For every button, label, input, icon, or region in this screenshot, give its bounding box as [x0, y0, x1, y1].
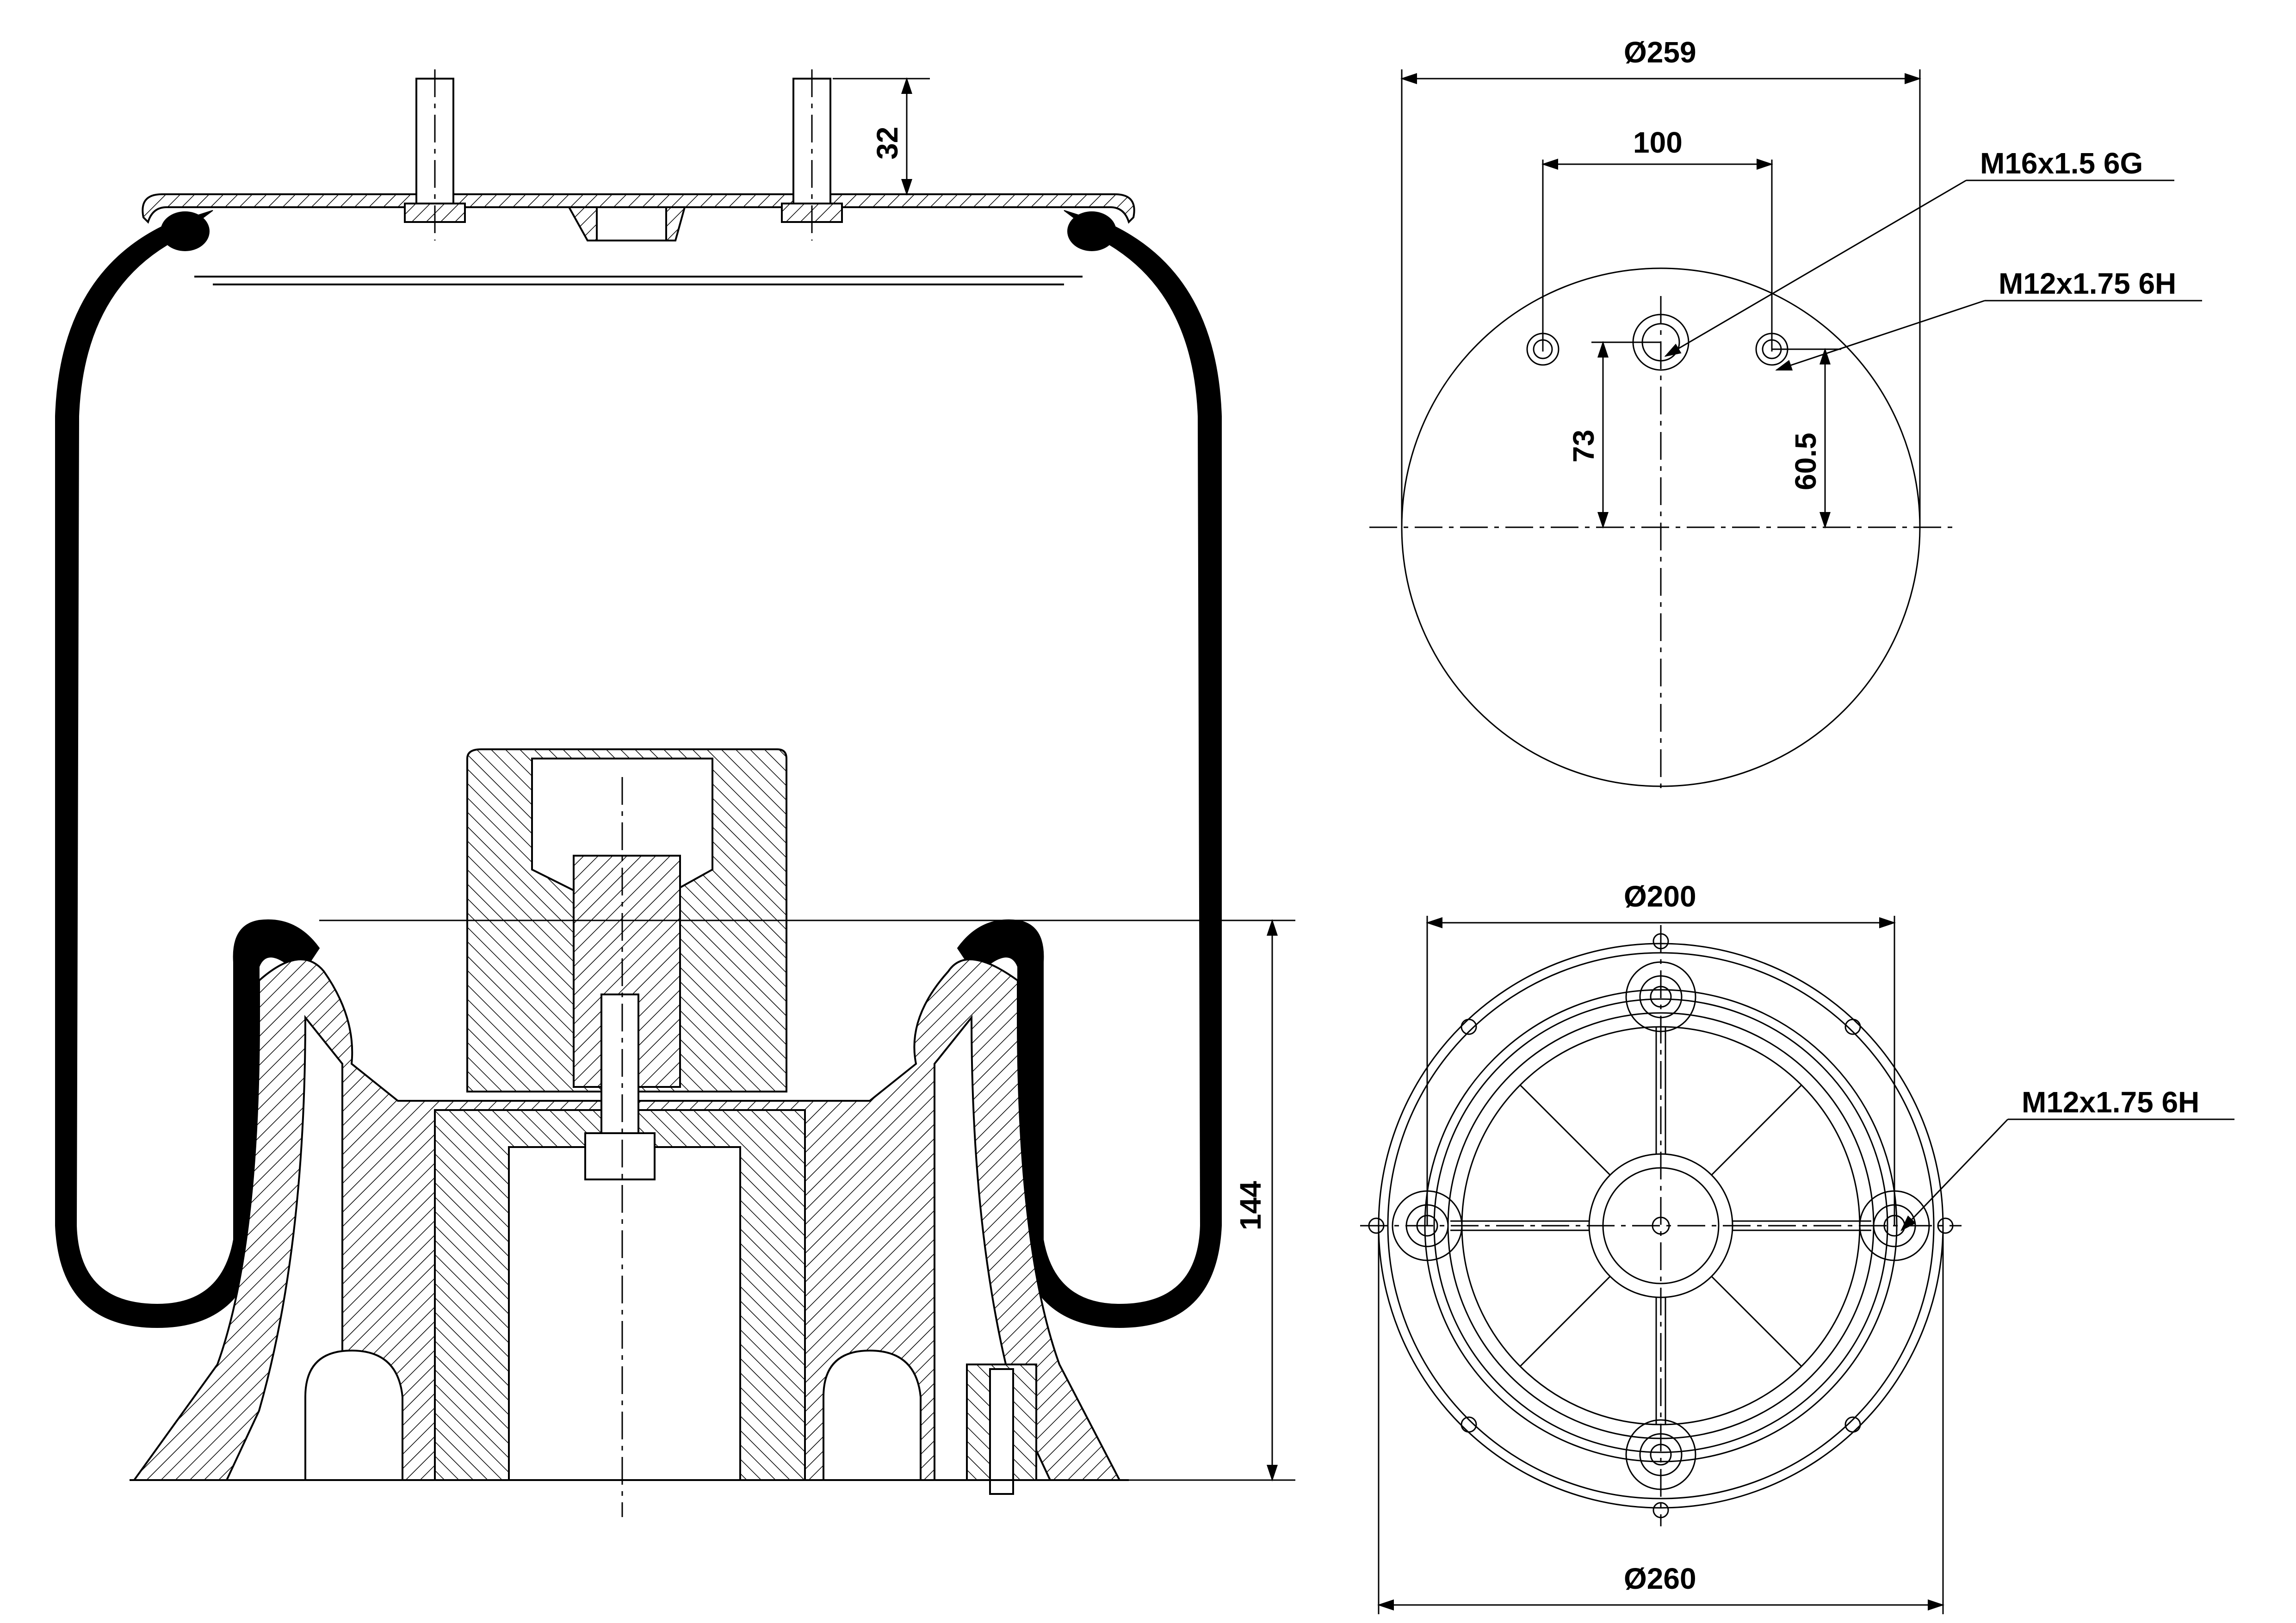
- dim-bellow-height: 144: [1234, 1181, 1267, 1230]
- piston-window-left: [304, 1349, 403, 1481]
- dim-piston-bolt-circle: Ø200: [1624, 880, 1696, 913]
- piston-hollow: [225, 1015, 343, 1481]
- piston-tube-bore: [508, 1146, 741, 1481]
- rubber-bellow-right: [957, 210, 1222, 1328]
- air-fitting-bore: [989, 1368, 1014, 1495]
- center-bolt: [600, 994, 639, 1134]
- rubber-bellow: [55, 210, 320, 1328]
- left-stud: [415, 78, 454, 209]
- center-bolt-head: [584, 1132, 656, 1180]
- right-bead: [1067, 211, 1116, 251]
- dim-center-offset: 73: [1567, 430, 1600, 463]
- left-bead: [161, 211, 210, 251]
- piston-window-right: [823, 1349, 922, 1481]
- label-side-thread: M12x1.75 6H: [1999, 267, 2176, 300]
- label-piston-thread: M12x1.75 6H: [2022, 1086, 2199, 1119]
- left-stud-hole: [1526, 333, 1560, 366]
- top-plate: [142, 193, 1135, 224]
- dim-piston-diameter: Ø260: [1624, 1562, 1696, 1595]
- right-stud: [792, 78, 831, 209]
- section-view: 32 144: [55, 69, 1295, 1517]
- dim-top-stud-height: 32: [871, 127, 904, 160]
- dim-side-offset: 60.5: [1789, 432, 1822, 490]
- boss-bottom: [1625, 1419, 1696, 1490]
- bottom-view: Ø200 Ø260 M12x1.75 6H: [1360, 880, 2234, 1614]
- dim-top-plate-diameter: Ø259: [1624, 36, 1696, 69]
- dim-stud-spacing: 100: [1633, 126, 1683, 159]
- center-boss-hole: [596, 206, 667, 241]
- boss-top: [1625, 961, 1696, 1032]
- top-view: Ø259 100 M16x1.5 6G M12x1.75 6H 73 60.5: [1369, 36, 2202, 791]
- label-center-thread: M16x1.5 6G: [1980, 147, 2143, 180]
